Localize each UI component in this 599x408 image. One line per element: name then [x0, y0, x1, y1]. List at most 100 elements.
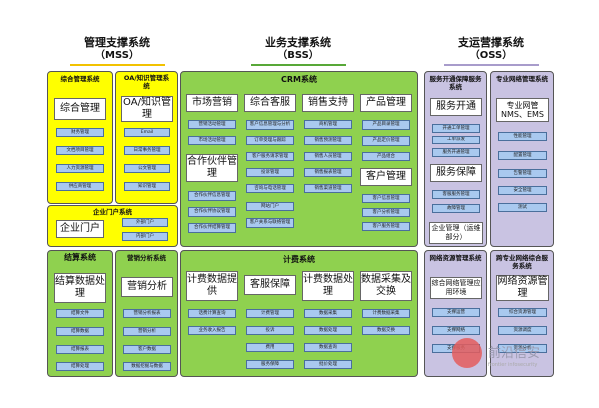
oss-resource-title: 网络资源管理系统 [429, 254, 482, 262]
crm-service-item: 客户服务请求管理 [246, 152, 294, 161]
crm-market-item: 营销活动管理 [188, 120, 236, 129]
oss-pro-item: 告警管理 [498, 169, 547, 178]
oss-open-title: 服务开通保障服务系统 [429, 75, 482, 91]
crm-service-item: 投诉管理 [246, 168, 294, 177]
oss-subtitle: （OSS） [469, 50, 513, 61]
zonghe-item: 文档项目管理 [56, 146, 104, 155]
billing-system-title: 计费系统 [283, 255, 315, 264]
oss-title: 支运营撑系统 [458, 36, 524, 49]
portal-main-box: 企业门户 [56, 220, 104, 238]
oss-open-item: 开通工单管理 [432, 124, 480, 133]
billing-c4-item: 数据交换 [362, 326, 410, 335]
analysis-item: 营销分析 [123, 327, 171, 336]
mss-header: 管理支撑系统 （MSS） [62, 36, 172, 66]
analysis-item: 营销分析报表 [123, 309, 171, 318]
analysis-system-panel: 营销分析系统 营销分析 营销分析报表 营销分析 客户数据 数据挖掘与数据 [115, 250, 178, 377]
billing-c1-item: 话费计算查询 [188, 309, 236, 318]
analysis-item: 数据挖掘与数据 [123, 362, 171, 371]
portal-item: 外部门户 [122, 218, 168, 227]
billing-c3-item: 批价处理 [304, 360, 352, 369]
zonghe-system-title: 综合管理系统 [60, 75, 100, 83]
crm-sales-item: 商机管理 [304, 120, 352, 129]
oss-open-item: 客服服务管理 [432, 190, 480, 199]
crm-sales-item: 销售人员管理 [304, 152, 352, 161]
settle-system-title: 结算系统 [64, 253, 96, 262]
crm-product-box: 产品管理 [360, 94, 412, 112]
portal-item: 内部门户 [122, 232, 168, 241]
billing-c2-item: 计费管理 [246, 309, 294, 318]
crm-customer-item: 客户分析管理 [362, 208, 410, 217]
billing-c2-item: 服务保障 [246, 360, 294, 369]
oss-pro-panel: 专业网络管理系统 专业网管NMS、EMS 性能管理 配置管理 告警管理 安全管理… [490, 71, 554, 247]
settle-system-panel: 结算系统 结算数据处理 结算文件 结算数据 结算报表 结算处理 [47, 250, 113, 377]
watermark: 前沿信安 frontier infosecurity [452, 336, 599, 386]
oss-open-item: 工单派发 [432, 136, 480, 144]
oss-header: 支运营撑系统 （OSS） [436, 36, 546, 66]
billing-c2-item: 投诉 [246, 326, 294, 335]
oss-resource-main: 综合网络管理应用环境 [430, 277, 482, 299]
watermark-subtext: frontier infosecurity [488, 362, 538, 368]
crm-product-item: 产品定价管理 [362, 136, 410, 146]
billing-c3-box: 计费数据处理 [302, 271, 354, 301]
billing-c3-item: 数据采集 [304, 309, 352, 318]
settle-item: 结算报表 [56, 345, 104, 354]
oss-open-main3: 企业管理（运维部分） [429, 222, 483, 244]
analysis-item: 客户数据 [123, 345, 171, 354]
portal-system-panel: 企业门户系统 企业门户 外部门户 内部门户 [47, 205, 178, 247]
oa-system-panel: OA/知识管理系统 OA/知识管理 Email 日常事务管理 公文管理 知识管理 [115, 71, 178, 204]
crm-system-panel: CRM系统 市场营销 营销活动管理 市场活动管理 合作伙伴管理 合作伙伴信息管理… [180, 71, 418, 247]
oss-cross-item: 资源分析 [498, 344, 547, 353]
bss-subtitle: （BSS） [277, 50, 319, 61]
settle-item: 结算文件 [56, 309, 104, 318]
oa-item: 公文管理 [124, 164, 170, 173]
mss-subtitle: （MSS） [95, 50, 139, 61]
crm-sales-item: 销售渠道管理 [304, 184, 352, 193]
crm-market-box: 市场营销 [186, 94, 238, 112]
oss-pro-item: 测试 [498, 203, 547, 212]
portal-system-title: 企业门户系统 [93, 208, 132, 216]
crm-product-item: 产品组合 [362, 152, 410, 161]
analysis-system-title: 营销分析系统 [127, 254, 166, 262]
crm-extra-item: 客户关系与联络管理 [246, 218, 294, 228]
crm-customer-item: 客户服务管理 [362, 222, 410, 231]
oa-system-title: OA/知识管理系统 [123, 74, 170, 90]
oss-open-item: 服务开通管理 [432, 148, 480, 157]
crm-customer-item: 客户信息管理 [362, 194, 410, 203]
crm-service-item: 订单受理与跟踪 [246, 136, 294, 145]
settle-item: 结算处理 [56, 362, 104, 371]
zonghe-system-panel: 综合管理系统 综合管理 财务管理 文档项目管理 人力资源管理 供应商管理 [47, 71, 113, 204]
mss-title: 管理支撑系统 [84, 36, 150, 49]
billing-c1-box: 计费数据提供 [186, 271, 238, 301]
settle-main-box: 结算数据处理 [54, 273, 106, 303]
oa-item: 知识管理 [124, 182, 170, 191]
zonghe-item: 供应商管理 [56, 182, 104, 191]
crm-extra-item: 网站门户 [246, 202, 294, 211]
watermark-text: 前沿信安 [488, 346, 541, 361]
bss-header: 业务支撑系统 （BSS） [248, 36, 348, 66]
billing-c2-box: 客服保障 [244, 275, 296, 295]
crm-partner-item: 合作伙伴信息管理 [188, 191, 236, 201]
billing-c3-item: 数据查询 [304, 343, 352, 352]
crm-market-item: 市场活动管理 [188, 136, 236, 145]
oa-item: 日常事务管理 [124, 146, 170, 155]
crm-customer-box: 客户管理 [360, 168, 412, 186]
bss-title: 业务支撑系统 [265, 36, 331, 49]
oss-underline [443, 64, 539, 66]
analysis-main-box: 营销分析 [121, 277, 173, 297]
crm-service-item: 客户信息管理与分析 [246, 120, 294, 130]
zonghe-main-box: 综合管理 [54, 98, 106, 120]
oss-open-panel: 服务开通保障服务系统 服务开通 开通工单管理 工单派发 服务开通管理 服务保障 … [424, 71, 487, 247]
oss-pro-title: 专业网络管理系统 [496, 75, 548, 83]
oss-pro-main: 专业网管NMS、EMS [496, 98, 549, 122]
crm-sales-item: 销售报表管理 [304, 168, 352, 177]
oss-cross-item: 综合资源管理 [498, 308, 547, 317]
oa-main-box: OA/知识管理 [121, 96, 173, 122]
billing-c2-item: 费用 [246, 343, 294, 352]
oss-open-main1: 服务开通 [430, 98, 482, 116]
zonghe-item: 人力资源管理 [56, 164, 104, 173]
mss-underline [69, 64, 165, 66]
oss-pro-item: 安全管理 [498, 186, 547, 195]
oss-cross-panel: 跨专业网络综合服务系统 网络资源管理 综合资源管理 资源调度 资源分析 [490, 250, 554, 377]
billing-system-panel: 计费系统 计费数据提供 话费计算查询 业务收入报告 客服保障 计费管理 投诉 费… [180, 250, 418, 377]
crm-partner-box: 合作伙伴管理 [186, 154, 238, 182]
